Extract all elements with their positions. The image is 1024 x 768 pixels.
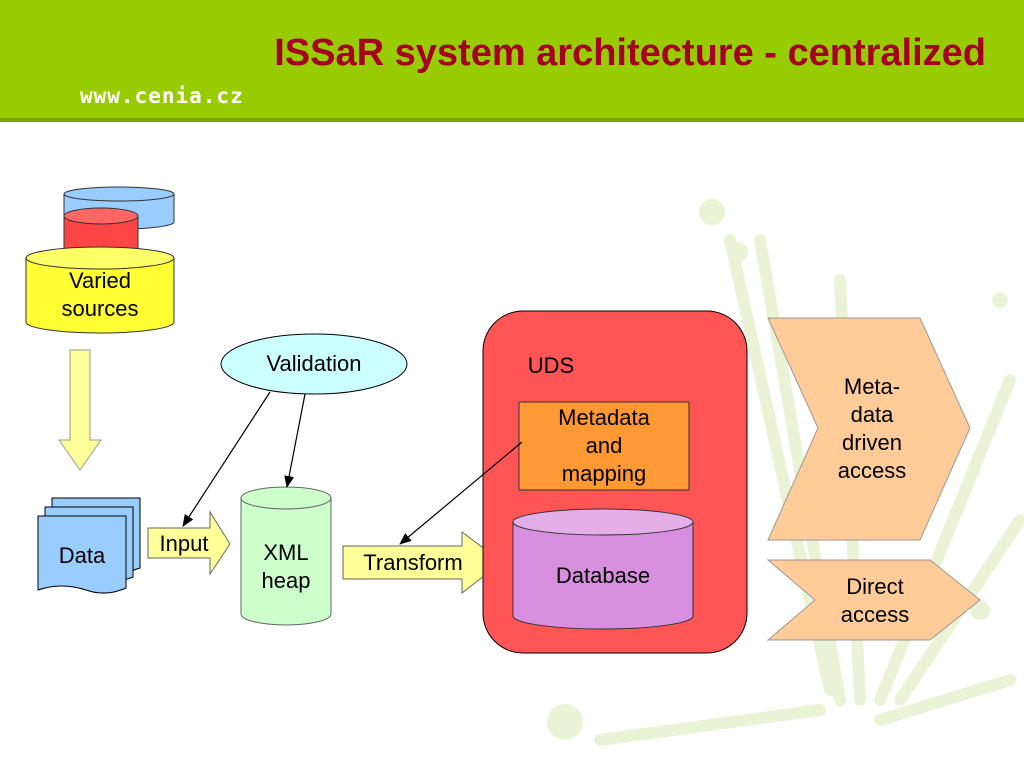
header-divider [0,118,1024,122]
metadata-driven-access-label: Meta- data driven access [837,374,907,483]
validation-ellipse [220,333,408,395]
validation-label: Validation [266,351,362,376]
metadata-mapping-label: Metadata and mapping [558,405,650,486]
header-bar [0,0,1024,122]
slide-title: ISSaR system architecture - centralized [274,32,986,74]
direct-access-shape [766,559,981,641]
direct-access-label: Direct access [840,574,910,627]
varied-sources-cylinders [25,186,175,334]
input-label: Input [159,531,209,556]
validation-to-input-connector [182,391,271,527]
transform-arrow [342,531,503,595]
xml-heap-label: XML heap [261,540,311,593]
down-arrow [58,349,102,471]
data-label: Data [58,543,106,568]
metadata-to-transform-connector [399,441,523,545]
uds-label: UDS [527,353,575,378]
input-arrow [147,510,231,576]
metadata-mapping-box [518,401,690,491]
transform-label: Transform [363,550,463,575]
database-label: Database [555,563,651,588]
metadata-driven-access-chevron [767,317,971,541]
database-cylinder [512,508,694,630]
xml-heap-cylinder [240,486,332,626]
validation-to-xml-connector [284,393,306,488]
data-documents [37,497,141,594]
varied-sources-label: Varied sources [61,268,139,321]
site-url: www.cenia.cz [80,84,244,108]
